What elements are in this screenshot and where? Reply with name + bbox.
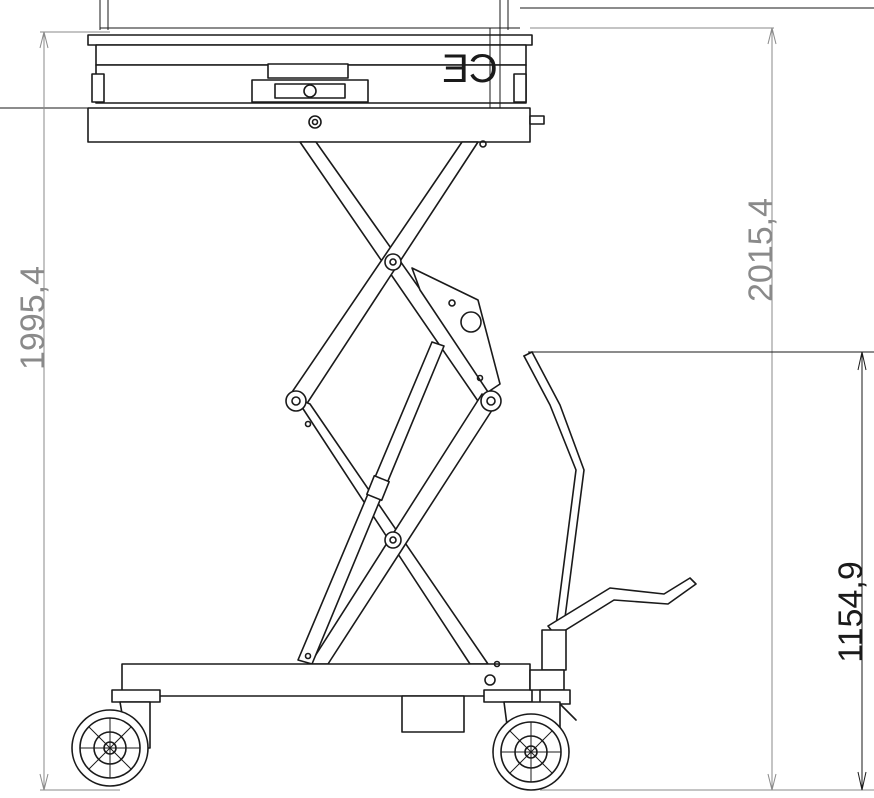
rear-caster	[492, 701, 570, 791]
scissor-arms	[285, 140, 502, 665]
dimension-left: 1995,4	[14, 31, 120, 791]
dimension-handle: 1154,9	[528, 351, 874, 791]
platform	[0, 0, 874, 143]
push-handle	[523, 351, 697, 721]
front-caster	[71, 701, 151, 787]
dimension-right-grey: 2015,4	[530, 27, 874, 791]
base-frame	[111, 660, 533, 733]
dimension-left-text: 1995,4	[14, 266, 52, 370]
ce-mark-text: CE	[442, 47, 498, 91]
dimension-handle-text: 1154,9	[832, 561, 870, 662]
ce-mark: CE	[442, 47, 498, 91]
dimension-right-text: 2015,4	[742, 198, 780, 302]
